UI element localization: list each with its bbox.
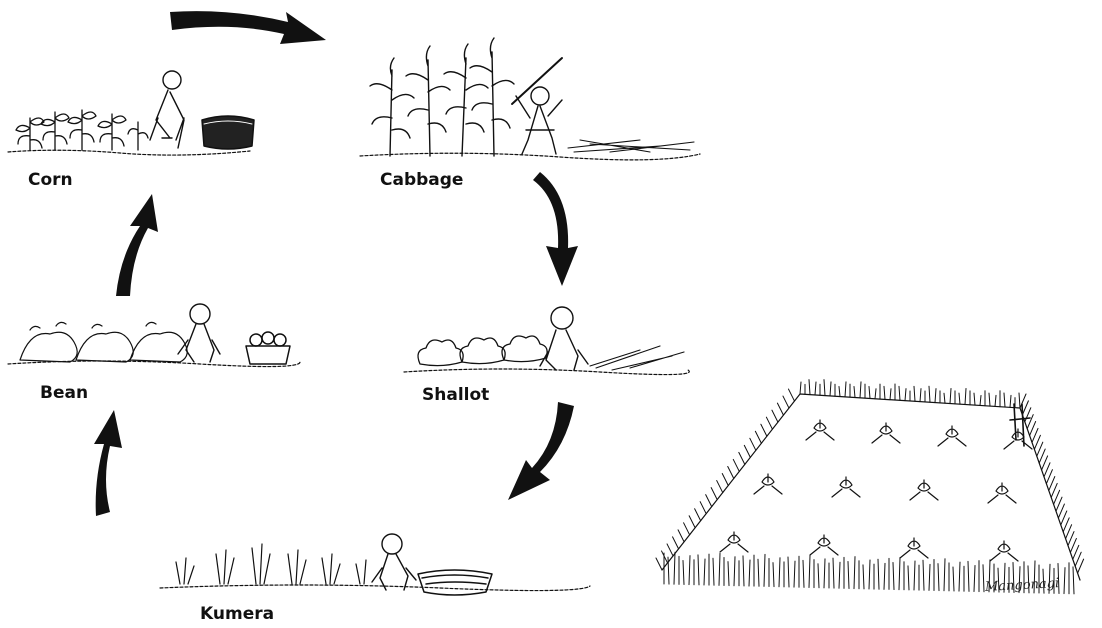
scene-kumera	[159, 533, 591, 596]
scene-shallot	[403, 306, 690, 376]
arrow-bean-to-corn	[116, 194, 158, 296]
stage-label-bean: Bean	[40, 383, 89, 403]
field-illustration	[655, 379, 1085, 595]
stage-label-shallot: Shallot	[422, 385, 490, 405]
arrow-shallot-to-kumera	[508, 402, 574, 500]
stage-label-corn: Corn	[28, 170, 73, 190]
scene-corn	[7, 70, 255, 156]
stage-label-kumera: Kumera	[200, 604, 275, 624]
arrow-corn-to-cabbage	[170, 11, 326, 44]
arrow-cabbage-to-shallot	[533, 172, 578, 286]
arrow-kumera-to-bean	[94, 410, 122, 516]
stage-label-cabbage: Cabbage	[380, 170, 464, 190]
scene-bean	[7, 303, 301, 368]
scene-cabbage	[359, 37, 701, 161]
